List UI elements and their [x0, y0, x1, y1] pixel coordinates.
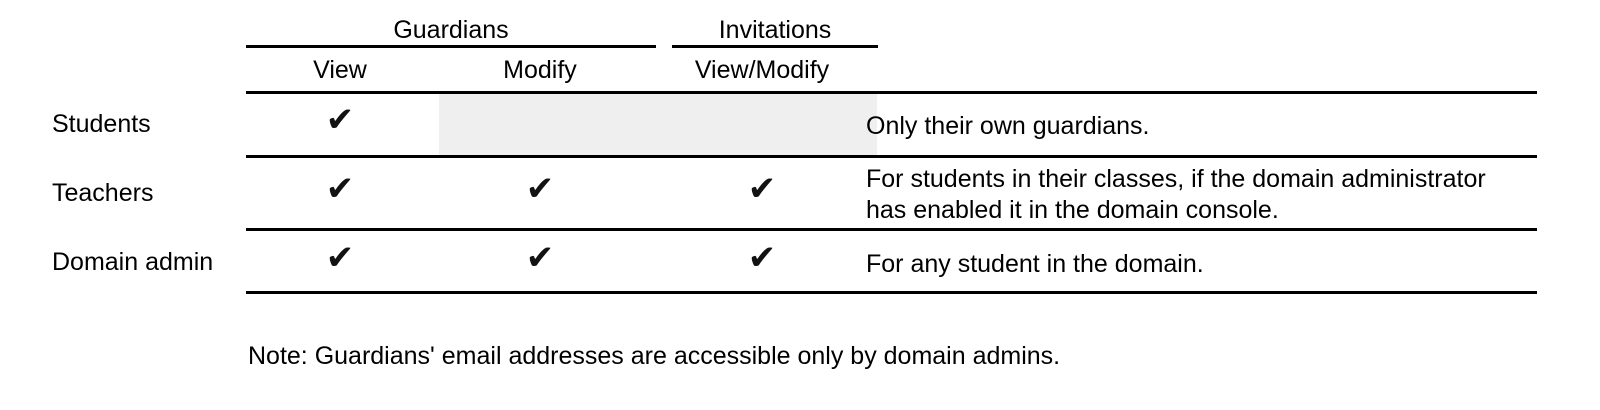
cell-domain-admin-view-modify-check: ✔ [747, 238, 777, 278]
cell-domain-admin-modify-check: ✔ [525, 238, 555, 278]
shaded-cell-students-modify [439, 94, 877, 155]
cell-students-description: Only their own guardians. [866, 112, 1150, 140]
cell-teachers-view-modify-check: ✔ [747, 169, 777, 209]
column-header-view: View [313, 56, 367, 84]
permissions-table: Guardians Invitations View Modify View/M… [246, 0, 1537, 300]
cell-domain-admin-description: For any student in the domain. [866, 250, 1204, 278]
column-header-modify: Modify [503, 56, 577, 84]
column-group-rule-invitations [672, 45, 878, 48]
table-rule-after-teachers [246, 228, 1537, 231]
cell-teachers-description: For students in their classes, if the do… [866, 165, 1486, 224]
column-group-header-invitations: Invitations [718, 16, 832, 44]
row-label-students: Students [52, 110, 151, 138]
table-rule-after-students [246, 155, 1537, 158]
row-label-teachers: Teachers [52, 179, 154, 207]
row-label-domain-admin: Domain admin [52, 248, 214, 276]
cell-teachers-view-check: ✔ [325, 169, 355, 209]
table-rule-header-bottom [246, 91, 1537, 94]
table-rule-bottom [246, 291, 1537, 294]
cell-teachers-modify-check: ✔ [525, 169, 555, 209]
cell-students-view-check: ✔ [325, 100, 355, 140]
table-footnote: Note: Guardians' email addresses are acc… [248, 342, 1061, 370]
cell-domain-admin-view-check: ✔ [325, 238, 355, 278]
column-group-header-guardians: Guardians [393, 16, 509, 44]
column-group-rule-guardians [246, 45, 656, 48]
column-header-view-modify: View/Modify [694, 56, 830, 84]
